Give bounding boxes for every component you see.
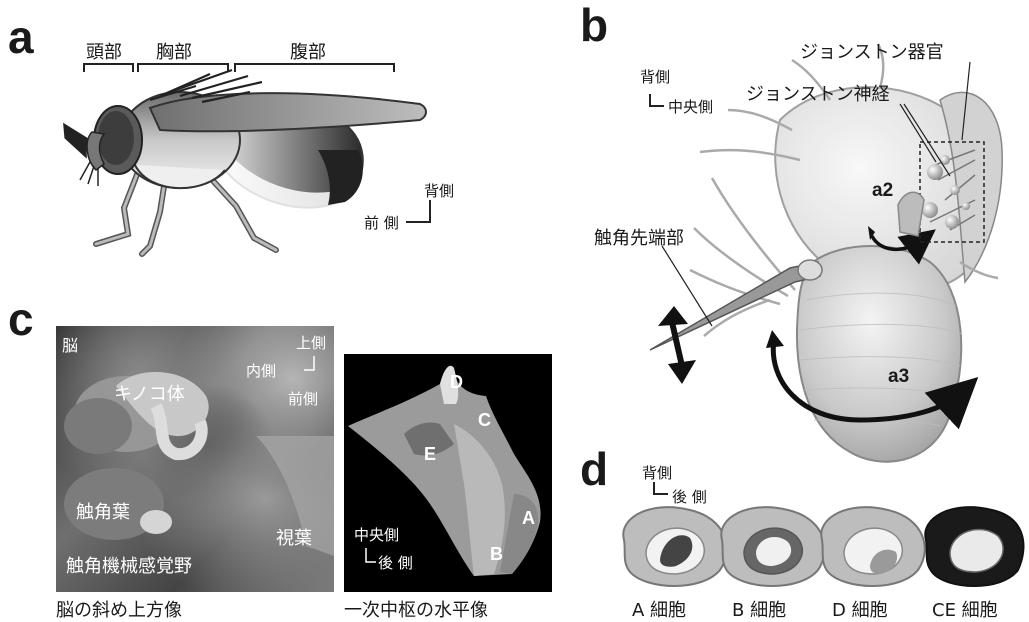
zone-c: C xyxy=(478,410,491,431)
cell-b-label: B 細胞 xyxy=(732,596,786,622)
axis-anterior-c: 前側 xyxy=(288,388,318,409)
axis-dorsal-b: 背側 xyxy=(640,66,670,87)
arista-double-arrow xyxy=(658,306,696,384)
cell-a-label: A 細胞 xyxy=(632,596,686,622)
axis-anterior-a: 前 側 xyxy=(364,212,399,233)
johnston-organ-label: ジョンストン器官 xyxy=(800,38,944,64)
axes-d xyxy=(654,482,668,494)
center-image: D C E A B 中央側 後 側 xyxy=(344,354,552,592)
zone-e: E xyxy=(424,444,436,465)
cell-ce xyxy=(925,507,1023,586)
segment-abdomen-label: 腹部 xyxy=(290,38,326,64)
mushroom-body-label: キノコ体 xyxy=(114,380,185,406)
axis-medial-c: 内側 xyxy=(246,360,276,381)
segment-brackets xyxy=(84,64,394,72)
cell-d-label: D 細胞 xyxy=(832,596,888,622)
cell-a xyxy=(623,507,726,586)
zone-b: B xyxy=(490,544,503,565)
johnston-nerve-label: ジョンストン神経 xyxy=(746,80,890,106)
a3-label: a3 xyxy=(888,366,909,388)
cell-ce-label: CE 細胞 xyxy=(932,596,998,622)
brain-image: 脳 上側 内側 前側 キノコ体 触角葉 視葉 触角機械感覚野 xyxy=(56,326,334,592)
zone-a: A xyxy=(522,508,535,529)
axis-posterior-center: 後 側 xyxy=(378,552,413,573)
fly-wing xyxy=(150,93,426,131)
amma-label: 触角機械感覚野 xyxy=(66,552,192,578)
axis-dorsal-a: 背側 xyxy=(424,180,454,201)
cell-b xyxy=(721,507,824,586)
brain-label: 脳 xyxy=(62,332,78,356)
a2-label: a2 xyxy=(872,180,893,202)
optic-lobe-label: 視葉 xyxy=(276,524,312,550)
zone-d: D xyxy=(450,372,463,393)
axes-b xyxy=(650,94,664,106)
cell-d xyxy=(821,507,924,586)
arista-label: 触角先端部 xyxy=(594,224,684,250)
axis-posterior-d: 後 側 xyxy=(672,486,707,507)
antenna-a3 xyxy=(797,246,961,462)
axis-up-c: 上側 xyxy=(296,332,326,353)
axis-dorsal-d: 背側 xyxy=(642,462,672,483)
axis-medial-center: 中央側 xyxy=(354,524,399,545)
center-caption: 一次中枢の水平像 xyxy=(344,596,488,622)
center-structure xyxy=(344,354,552,592)
segment-thorax-label: 胸部 xyxy=(156,38,192,64)
brain-caption: 脳の斜め上方像 xyxy=(56,596,182,622)
axis-medial-b: 中央側 xyxy=(668,96,713,117)
segment-head-label: 頭部 xyxy=(86,38,122,64)
axes-a xyxy=(406,200,430,222)
antennal-lobe-label: 触角葉 xyxy=(76,498,130,524)
